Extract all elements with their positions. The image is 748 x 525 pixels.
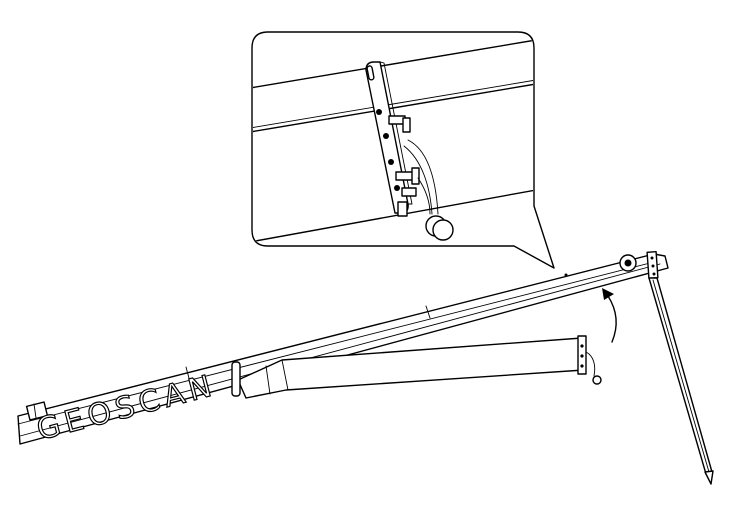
boom-joint-1 <box>425 305 431 319</box>
probe-bracket-bolt-2 <box>651 264 655 268</box>
detail-tube-shade-line <box>253 79 533 129</box>
probe-rod <box>648 277 713 475</box>
detail-tube-close-up <box>253 39 533 243</box>
boom-lower-ridge <box>19 263 661 437</box>
inner-tube-collar-1 <box>265 365 271 395</box>
inner-tube-end-bolt-3 <box>580 364 584 368</box>
hanging-probe-rod <box>646 250 714 485</box>
probe-bracket-bolt-1 <box>650 256 654 260</box>
detail-bracket <box>365 61 454 241</box>
fold-direction-arrow <box>602 288 617 343</box>
plug-ball-front <box>432 219 454 241</box>
detail-callout <box>251 31 555 269</box>
inner-telescopic-tube <box>231 335 602 399</box>
fold-arrow-head <box>602 288 614 300</box>
probe-bracket-bolt-3 <box>652 272 656 276</box>
connector-1-cap <box>402 117 411 133</box>
connector-2-cap <box>411 167 420 185</box>
cable-2 <box>403 145 433 215</box>
boom-end-hub-center <box>624 259 632 267</box>
bracket-clip <box>397 201 408 217</box>
inner-tube-plug <box>592 375 602 385</box>
boom-brand-label: GEOSCAN <box>33 368 220 448</box>
fold-arrow-curve <box>607 295 617 343</box>
callout-bubble-outline <box>251 31 555 269</box>
probe-rod-center <box>652 279 710 473</box>
bracket-bolt-3 <box>388 159 394 165</box>
inner-tube-end-bolt-1 <box>580 344 584 348</box>
cable-1 <box>407 139 439 215</box>
bracket-bolt-2 <box>383 133 389 139</box>
connector-3 <box>401 187 417 197</box>
bracket-slot <box>366 65 375 81</box>
inner-tube-clamp <box>231 361 241 397</box>
inner-tube-collar-2 <box>281 359 289 391</box>
boom-joint-2 <box>185 366 191 383</box>
boom-left-bracket <box>25 401 49 421</box>
cable-3 <box>417 177 431 215</box>
boom-ridge-line <box>17 261 655 425</box>
bracket-bolt-1 <box>376 109 382 115</box>
bracket-plate-side <box>379 61 413 205</box>
boom-marker-dot <box>564 273 568 277</box>
probe-tip <box>704 470 714 485</box>
inner-tube-cable <box>585 351 596 377</box>
bracket-bolt-4 <box>394 185 400 191</box>
detail-tube-bottom-edge <box>253 189 533 243</box>
detail-tube-top-edge <box>253 39 533 89</box>
inner-tube-end-bolt-2 <box>580 354 584 358</box>
boom-left-bracket-line <box>33 403 37 419</box>
